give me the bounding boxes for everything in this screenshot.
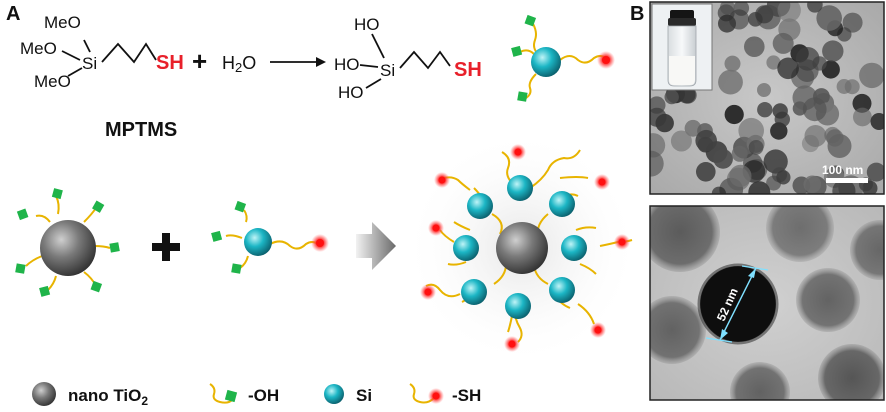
- legend: nano TiO2 -OH Si -SH: [32, 382, 481, 408]
- tem-nanoparticle: [804, 125, 827, 147]
- tem-nanoparticle: [650, 96, 666, 114]
- thiol-label: SH: [156, 52, 184, 74]
- tem-nanoparticle: [757, 83, 771, 97]
- tem-nanoparticle: [777, 57, 799, 80]
- tem-nanoparticle: [731, 145, 748, 162]
- tem-nanoparticle: [670, 130, 692, 152]
- tio2-with-hydroxyls: [15, 188, 120, 297]
- tem-nanoparticle: [816, 5, 842, 31]
- tem-nanoparticle: [738, 117, 764, 144]
- tem-nanoparticle: [757, 102, 773, 118]
- tem-image-zoom: 52 nm: [649, 205, 885, 401]
- legend-hydroxyl-label: -OH: [248, 386, 279, 405]
- thiol-label-2: SH: [454, 59, 482, 81]
- silanol-structure: HO HO HO Si SH: [334, 15, 482, 102]
- vial-photo-inset: [651, 3, 713, 91]
- tem-nanoparticle: [822, 40, 844, 62]
- svg-text:H2O: H2O: [222, 53, 256, 75]
- tem-nanoparticle: [844, 79, 860, 95]
- tem-nanoparticle: [724, 104, 744, 125]
- methoxy-group-3: MeO: [34, 72, 71, 91]
- hydroxyl-group-2: HO: [334, 55, 360, 74]
- methoxy-group-2: MeO: [20, 39, 57, 58]
- tem-nanoparticle: [724, 55, 741, 72]
- legend-tio2-sphere-icon: [32, 382, 56, 406]
- panel-b-label: B: [630, 3, 644, 25]
- legend-silicon-label: Si: [356, 386, 372, 405]
- plus-sign: +: [192, 46, 207, 76]
- tem-nanoparticle: [853, 107, 872, 127]
- water-h: H: [222, 53, 235, 73]
- tem-nanoparticle: [748, 140, 764, 155]
- silicon-atom: Si: [82, 54, 97, 73]
- tem-nanoparticle: [744, 36, 765, 57]
- tem-nanoparticle: [859, 62, 884, 89]
- core-shell-assembly: [404, 130, 640, 366]
- tem-nanoparticle: [870, 113, 884, 130]
- tem-nanoparticle: [778, 18, 801, 41]
- water-o: O: [242, 53, 256, 73]
- tem-nanoparticle: [832, 179, 856, 194]
- tem-nanoparticle: [852, 93, 872, 113]
- scale-bar-label: 100 nm: [822, 163, 863, 177]
- tem-nanoparticle: [696, 162, 716, 182]
- tem-nanoparticle: [777, 2, 801, 22]
- silicon-atom-2: Si: [380, 61, 395, 80]
- mptms-structure: MeO MeO MeO Si SH: [20, 13, 184, 91]
- tem-nanoparticle: [766, 55, 781, 70]
- tem-nanoparticle: [866, 162, 884, 182]
- reaction-arrow: [270, 57, 326, 67]
- tem-nanoparticle: [766, 175, 782, 191]
- tem-nanoparticle: [827, 134, 852, 158]
- legend-silicon-sphere-icon: [324, 384, 344, 404]
- transform-arrow: [356, 222, 396, 270]
- tem-nanoparticle: [774, 111, 790, 128]
- tem-nanoparticle: [802, 97, 827, 122]
- tem-nanoparticle: [795, 47, 820, 71]
- diameter-indicator: [705, 265, 769, 343]
- tem-nanoparticle: [713, 149, 733, 169]
- tio2-sphere-icon: [40, 220, 96, 276]
- methoxy-group-1: MeO: [44, 13, 81, 32]
- water-sub: 2: [235, 60, 242, 75]
- silicon-sphere-icon: [531, 47, 561, 77]
- legend-tio2-label: nano TiO2: [68, 386, 148, 408]
- water-formula: H2O: [222, 53, 256, 75]
- hydroxyl-group-3: HO: [338, 83, 364, 102]
- tem-nanoparticle: [664, 89, 679, 105]
- tem-nanoparticle: [684, 119, 702, 137]
- tem-nanoparticle: [803, 175, 822, 194]
- legend-thiol-linker-icon: [409, 383, 435, 404]
- legend-thiol-label: -SH: [452, 386, 481, 405]
- tem-nanoparticle: [711, 186, 726, 194]
- legend-hydroxyl-linker-icon: [209, 383, 233, 404]
- scale-bar: [826, 178, 868, 183]
- tem-nanoparticle: [655, 113, 674, 133]
- tem-image-overview: 100 nm: [649, 1, 885, 195]
- tem-nanoparticle: [650, 133, 666, 158]
- addition-plus: [152, 233, 180, 261]
- tem-nanoparticle: [748, 181, 771, 194]
- tem-nanoparticle: [695, 129, 717, 152]
- panel-a-label: A: [6, 3, 20, 25]
- tem-nanoparticle: [718, 69, 743, 95]
- silicon-linker-molecule: [211, 200, 329, 274]
- tem-nanoparticle: [729, 164, 752, 187]
- tem-nanoparticle: [728, 9, 750, 30]
- tem-nanoparticle: [842, 12, 863, 33]
- mptms-name: MPTMS: [105, 119, 177, 141]
- hydroxyl-group-1: HO: [354, 15, 380, 34]
- tem-nanoparticle: [807, 2, 823, 13]
- silicon-particle-top: [511, 14, 615, 102]
